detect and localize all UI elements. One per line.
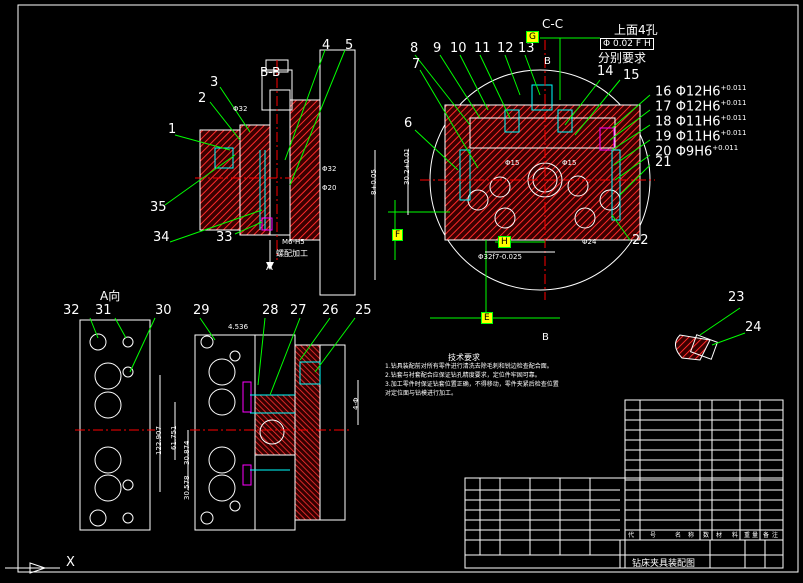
callout-27: 27 <box>290 303 307 318</box>
dim-vertical: 8+0.05 <box>370 169 378 195</box>
note-separate-requirements: 分别要求 <box>598 51 647 65</box>
dim-m6: M6-H5 <box>282 238 305 246</box>
tech-req-line-1: 1.钻具装配前对所有零件进行清洗去除毛刺和锐边检查配合面。 <box>385 363 553 370</box>
title-block <box>464 399 784 569</box>
tb-header-2: 号 <box>650 532 657 539</box>
tb-header-8: 重 <box>744 532 751 539</box>
callout-21: 21 <box>655 155 672 170</box>
dim-61751: 61.751 <box>170 425 178 451</box>
section-a-marker: A <box>266 262 273 273</box>
dim-122907: 122.907 <box>155 426 163 455</box>
callout-28: 28 <box>262 303 279 318</box>
callout-5: 5 <box>345 38 354 53</box>
drawing-border <box>17 4 799 573</box>
datum-f: F <box>392 229 404 241</box>
callout-26: 26 <box>322 303 339 318</box>
callout-15: 15 <box>623 68 640 83</box>
tb-header-6: 材 <box>716 532 723 539</box>
callout-29: 29 <box>193 303 210 318</box>
dim-30578: 30.578 <box>183 475 191 501</box>
view-a-label: A向 <box>100 289 121 303</box>
callout-8: 8 <box>410 41 419 56</box>
callout-16: 16 Φ12H6+0.011 <box>655 84 747 100</box>
dim-phi32: Φ32 <box>322 165 337 173</box>
note-top-holes: 上面4孔 <box>614 23 658 37</box>
view-side-section <box>159 317 359 531</box>
callout-18: 18 Φ11H6+0.011 <box>655 114 747 130</box>
callout-34: 34 <box>153 230 170 245</box>
callout-14: 14 <box>597 64 614 79</box>
callout-7: 7 <box>412 57 421 72</box>
callout-9: 9 <box>433 41 442 56</box>
ucs-icon <box>5 562 60 574</box>
tb-header-5: 数 <box>703 532 710 539</box>
dim-phi15: Φ15 <box>505 159 520 167</box>
tb-header-7: 料 <box>732 532 739 539</box>
gdt-frame: Φ 0.02 F H <box>600 38 654 50</box>
dim-4-holes: 4-Φ <box>352 397 360 411</box>
tech-req-title: 技术要求 <box>448 353 480 362</box>
callout-35: 35 <box>150 200 167 215</box>
tech-req-line-3: 3.加工零件时保证钻套位置正确，不得移动，零件夹紧后检查位置 <box>385 381 559 388</box>
dim-phi32-top: Φ32 <box>233 105 248 113</box>
view-bb <box>164 49 376 296</box>
datum-e: E <box>481 312 493 324</box>
drawing-name: 钻床夹具装配图 <box>632 559 696 569</box>
callout-4: 4 <box>322 38 331 53</box>
callout-31: 31 <box>95 303 112 318</box>
dim-30-2: 30.2+0.01 <box>403 147 411 185</box>
tech-req-line-2: 2.钻套与衬套配合应保证钻孔精度要求，定位件牢固可靠。 <box>385 372 541 379</box>
view-detail <box>675 307 746 361</box>
callout-30: 30 <box>155 303 172 318</box>
tb-header-1: 代 <box>628 532 635 539</box>
callout-33: 33 <box>216 230 233 245</box>
tech-req-line-4: 对定位面与钻模进行加工。 <box>385 390 458 397</box>
callout-11: 11 <box>474 41 491 56</box>
dim-30874: 30.874 <box>183 440 191 466</box>
view-a <box>75 317 156 531</box>
callout-1: 1 <box>168 122 177 137</box>
callout-12: 12 <box>497 41 514 56</box>
dim-phi20: Φ20 <box>322 184 337 192</box>
callout-13: 13 <box>518 41 535 56</box>
callout-32: 32 <box>63 303 80 318</box>
view-bb-label: B-B <box>260 65 281 79</box>
dim-phi24: Φ24 <box>582 238 597 246</box>
callout-17: 17 Φ12H6+0.011 <box>655 99 747 115</box>
dim-thread-note: 螺配加工 <box>276 249 308 258</box>
callout-25: 25 <box>355 303 372 318</box>
dim-4536: 4.536 <box>228 323 249 331</box>
view-cc <box>388 37 655 320</box>
ucs-x-label: X <box>66 555 75 570</box>
callout-23: 23 <box>728 290 745 305</box>
view-cc-label: C-C <box>542 17 564 31</box>
tb-header-11: 注 <box>772 532 779 539</box>
section-b-top-marker: B <box>544 56 551 67</box>
dim-phi15b: Φ15 <box>562 159 577 167</box>
callout-3: 3 <box>210 75 219 90</box>
tb-header-4: 称 <box>688 532 695 539</box>
callout-19: 19 Φ11H6+0.011 <box>655 129 747 145</box>
datum-h: H <box>498 236 511 248</box>
dim-phi32f7: Φ32f7-0.025 <box>478 253 522 261</box>
callout-22: 22 <box>632 233 649 248</box>
callout-2: 2 <box>198 91 207 106</box>
callout-6: 6 <box>404 116 413 131</box>
section-b-marker: B <box>542 332 549 343</box>
tb-header-10: 备 <box>763 532 770 539</box>
callout-24: 24 <box>745 320 762 335</box>
tb-header-3: 名 <box>675 532 682 539</box>
tb-header-9: 量 <box>752 532 759 539</box>
datum-g: G <box>526 31 539 43</box>
callout-10: 10 <box>450 41 467 56</box>
callout-20: 20 Φ9H6+0.011 <box>655 144 739 160</box>
